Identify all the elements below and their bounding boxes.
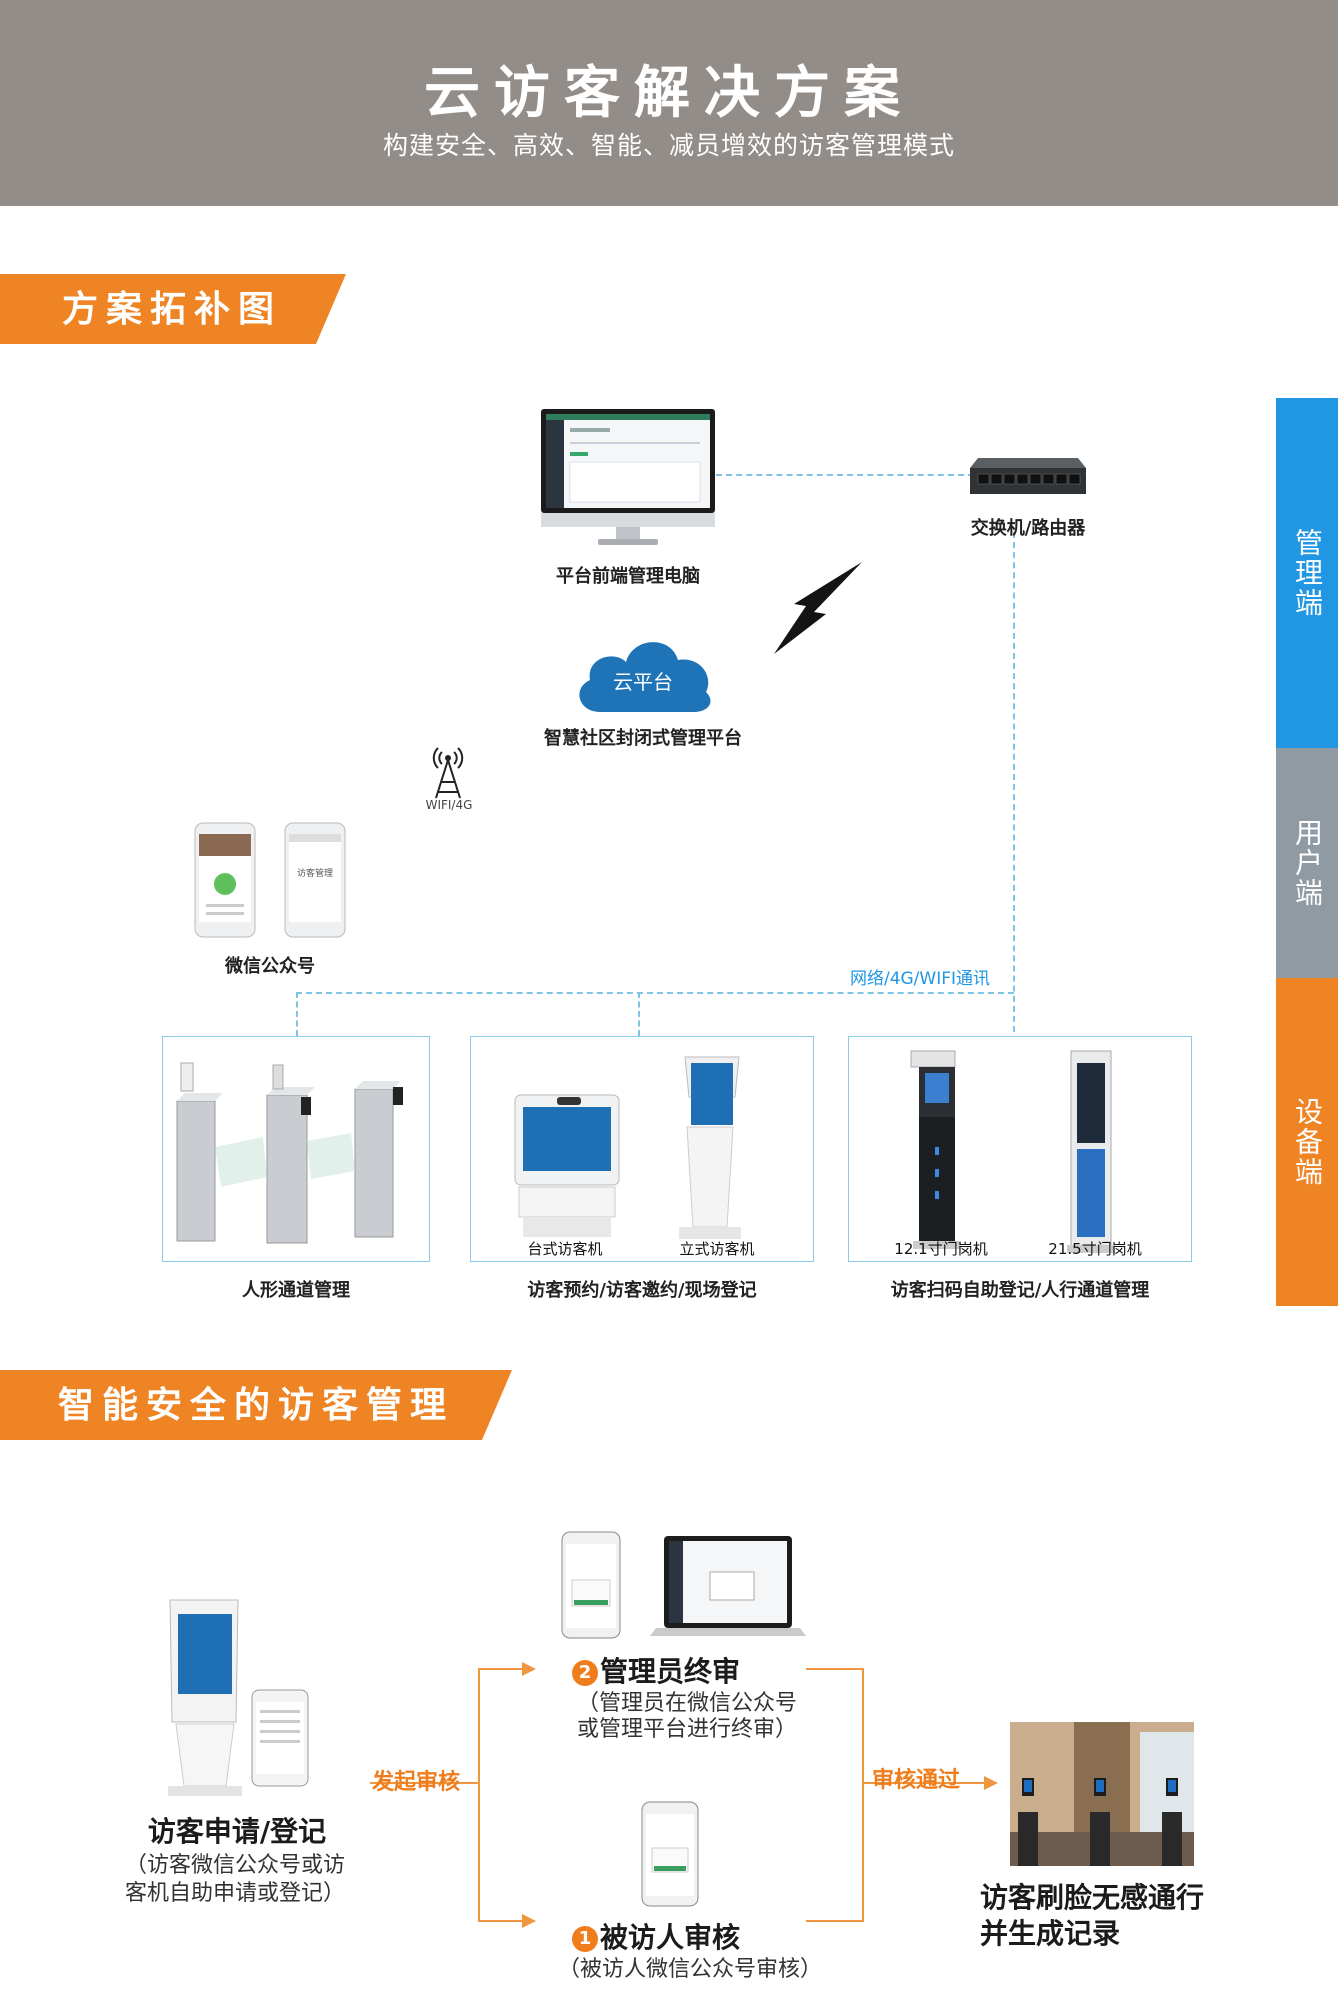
- page-subtitle: 构建安全、高效、智能、减员增效的访客管理模式: [382, 131, 955, 160]
- monitor-icon: [541, 409, 715, 545]
- page-title: 云访客解决方案: [424, 60, 914, 126]
- admin-devices-icon: [561, 1531, 806, 1639]
- host-step-title-text: 被访人审核: [600, 1921, 741, 1954]
- sidebar-item-admin: 管理端: [1276, 398, 1338, 748]
- flow-line: [478, 1920, 524, 1922]
- visitor-step-title: 访客申请/登记: [147, 1815, 327, 1848]
- gate-12-label: 12.1寸门岗机: [894, 1240, 988, 1258]
- device-group-turnstile: [162, 1036, 430, 1262]
- visitor-kiosk-icon: [168, 1599, 309, 1796]
- pc-label: 平台前端管理电脑: [556, 566, 700, 587]
- cloud-text: 云平台: [613, 670, 673, 694]
- visitor-step-sub2: 客机自助申请或登记）: [124, 1881, 345, 1906]
- wifi-label: WIFI/4G: [425, 798, 473, 812]
- group2-caption: 访客预约/访客邀约/现场登记: [527, 1280, 757, 1301]
- flow-line: [806, 1920, 864, 1922]
- visitor-step-sub1: （访客微信公众号或访: [124, 1853, 345, 1878]
- kiosk-icon: [514, 1056, 741, 1239]
- pass-step-title2: 并生成记录: [980, 1917, 1121, 1950]
- group1-caption: 人形通道管理: [242, 1280, 350, 1301]
- network-label: 网络/4G/WIFI通讯: [849, 969, 991, 989]
- link-group1: [296, 992, 298, 1036]
- step-number-badge: 1: [572, 1926, 598, 1952]
- flow-line: [370, 1782, 480, 1784]
- sidebar-item-user: 用户端: [1276, 748, 1338, 978]
- switch-icon: [970, 458, 1086, 494]
- gate-21-label: 21.5寸门岗机: [1048, 1240, 1142, 1258]
- sidebar-item-device: 设备端: [1276, 978, 1338, 1306]
- section-topology-banner: 方案拓补图: [0, 274, 346, 344]
- admin-step-sub1: （管理员在微信公众号: [576, 1691, 797, 1716]
- header-banner: [0, 0, 1338, 206]
- host-step-sub: （被访人微信公众号审核）: [557, 1957, 822, 1982]
- flow-line: [478, 1668, 524, 1670]
- group3-caption: 访客扫码自助登记/人行通道管理: [890, 1280, 1150, 1301]
- wifi-tower-icon: [432, 747, 464, 799]
- desktop-kiosk-label: 台式访客机: [527, 1240, 603, 1258]
- switch-label: 交换机/路由器: [970, 518, 1086, 539]
- admin-step-sub2: 或管理平台进行终审）: [576, 1717, 797, 1742]
- step-number-badge: 2: [572, 1660, 598, 1686]
- flow-line: [862, 1782, 986, 1784]
- phone-icon: [284, 822, 346, 938]
- device-group-kiosk: [470, 1036, 814, 1262]
- flow-line: [806, 1668, 864, 1670]
- section-flow-banner: 智能安全的访客管理: [0, 1370, 512, 1440]
- link-group2: [638, 992, 640, 1036]
- phone2-text: 访客管理: [296, 869, 333, 879]
- phone-icon: [194, 822, 256, 938]
- cloud-label: 智慧社区封闭式管理平台: [544, 728, 742, 749]
- cloud-icon: [579, 642, 711, 712]
- wechat-label: 微信公众号: [225, 956, 315, 977]
- arrow-icon: [984, 1776, 998, 1790]
- review-passed-label: 审核通过: [872, 1768, 961, 1793]
- arrow-icon: [522, 1914, 536, 1928]
- admin-step-title-text: 管理员终审: [600, 1655, 741, 1688]
- send-review-label: 发起审核: [372, 1770, 461, 1795]
- gate-scene-icon: [1010, 1722, 1194, 1866]
- link-pc-switch: [716, 474, 974, 476]
- flow-line: [862, 1668, 864, 1922]
- standing-kiosk-label: 立式访客机: [679, 1240, 755, 1258]
- pass-step-title1: 访客刷脸无感通行: [980, 1881, 1205, 1914]
- host-phone-icon: [641, 1801, 699, 1907]
- flow-line: [478, 1668, 480, 1922]
- link-bus: [296, 992, 1014, 994]
- lightning-icon: [774, 562, 862, 654]
- device-group-gate-terminal: [848, 1036, 1192, 1262]
- link-switch-down: [1013, 532, 1015, 1032]
- turnstile-icon: [176, 1062, 403, 1244]
- gate-terminal-icon: [910, 1050, 1115, 1253]
- arrow-icon: [522, 1662, 536, 1676]
